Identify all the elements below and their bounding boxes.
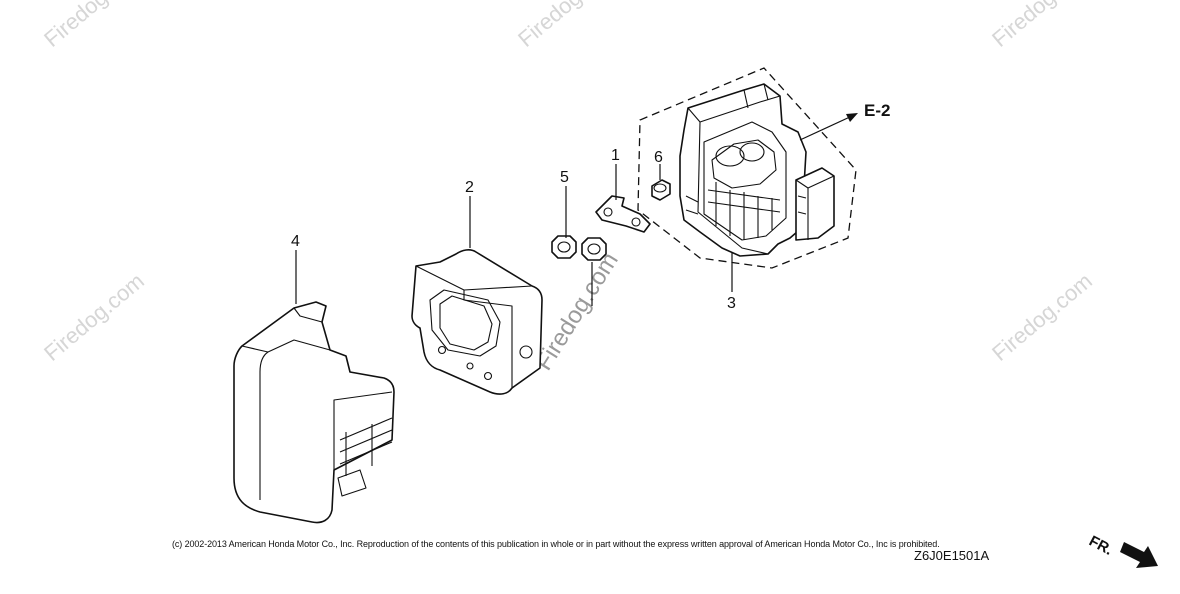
part-2-spacer-drawing bbox=[411, 249, 543, 395]
part-label-5: 5 bbox=[560, 169, 569, 186]
direction-indicator: FR. bbox=[1086, 533, 1158, 568]
reference-arrowhead bbox=[846, 113, 858, 122]
part-4-cover-drawing bbox=[233, 301, 395, 524]
part-1-bracket-drawing bbox=[595, 195, 651, 233]
assembly-boundary bbox=[637, 67, 857, 269]
reference-arrow-line bbox=[799, 115, 853, 141]
watermark-text: Firedog.com bbox=[39, 0, 149, 52]
part-6-collar-drawing bbox=[651, 179, 671, 201]
watermark-text: Firedog.com bbox=[987, 0, 1097, 52]
part-3-case-drawing bbox=[679, 83, 835, 257]
watermark-layer: Firedog.com Firedog.com Firedog.com Fire… bbox=[39, 0, 1097, 375]
copyright-notice: (c) 2002-2013 American Honda Motor Co., … bbox=[172, 539, 940, 549]
drawing-code: Z6J0E1501A bbox=[914, 548, 990, 563]
watermark-text: Firedog.com bbox=[39, 268, 149, 366]
part-number-labels: 1 2 3 4 5 6 bbox=[291, 147, 736, 312]
reference-callout: E-2 bbox=[799, 101, 890, 141]
part-label-4: 4 bbox=[291, 233, 300, 250]
watermark-text: Firedog.com bbox=[987, 268, 1097, 366]
part-label-6: 6 bbox=[654, 149, 663, 166]
direction-arrow-icon bbox=[1120, 542, 1158, 568]
part-label-2: 2 bbox=[465, 179, 474, 196]
reference-label: E-2 bbox=[864, 101, 890, 120]
watermark-text: Firedog.com bbox=[530, 248, 624, 375]
direction-label: FR. bbox=[1086, 533, 1115, 559]
part-5-nut-drawing bbox=[551, 235, 607, 261]
part-label-1: 1 bbox=[611, 147, 620, 164]
leader-lines bbox=[295, 164, 733, 306]
part-label-3: 3 bbox=[727, 295, 736, 312]
watermark-text: Firedog.com bbox=[513, 0, 623, 52]
